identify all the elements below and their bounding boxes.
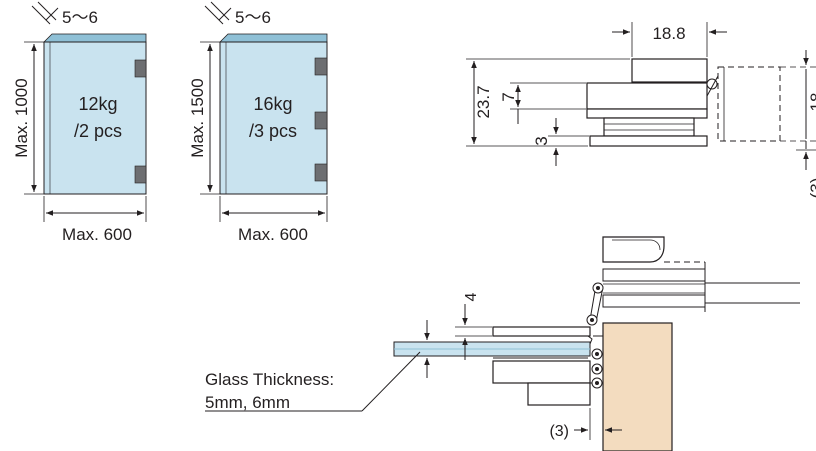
panel-a-thickness-label: 5〜6 (62, 8, 98, 27)
hinge-side-view: 18.8 23.7 7 3 18 (3) (466, 22, 816, 198)
panel-b-thickness-label: 5〜6 (235, 8, 271, 27)
install-top-dim: 4 (463, 292, 480, 301)
panel-b-width-label: Max. 600 (238, 225, 308, 244)
panel-b-weight: 16kg (253, 94, 292, 114)
panel-a-height-label: Max. 1000 (12, 78, 31, 157)
glass-thickness-label: Glass Thickness: (205, 370, 334, 389)
hinge-top (314, 57, 328, 76)
hinge-top (134, 59, 147, 78)
glass-panel-b (219, 41, 328, 195)
hinge-middle (314, 111, 328, 130)
glass-thickness-values: 5mm, 6mm (205, 393, 290, 412)
install-offset-dim: (3) (549, 423, 569, 440)
panel-a-width-label: Max. 600 (62, 225, 132, 244)
side-lower-dim: 3 (532, 136, 551, 145)
side-right-height-dim: 18 (807, 93, 816, 112)
side-total-height-dim: 23.7 (474, 85, 493, 118)
hinge-bottom (134, 165, 147, 184)
side-right-offset-dim: (3) (807, 178, 816, 199)
glass-door-panel-a: 5〜6 12kg /2 pcs Max. 1000 Max. 600 (12, 1, 147, 244)
hinge-bottom (314, 163, 328, 182)
panel-b-height-label: Max. 1500 (188, 78, 207, 157)
panel-a-weight: 12kg (78, 94, 117, 114)
side-upper-dim: 7 (499, 92, 518, 101)
cabinet-side-panel (602, 322, 673, 451)
panel-b-count: /3 pcs (249, 121, 297, 141)
glass-panel-a (43, 41, 147, 195)
glass-door-panel-b: 5〜6 16kg /3 pcs Max. 1500 Max. 600 (188, 1, 328, 244)
panel-a-count: /2 pcs (74, 121, 122, 141)
installation-view: 4 Glass Thickness: 5mm, 6mm (3) (205, 236, 800, 451)
side-width-dim: 18.8 (652, 24, 685, 43)
